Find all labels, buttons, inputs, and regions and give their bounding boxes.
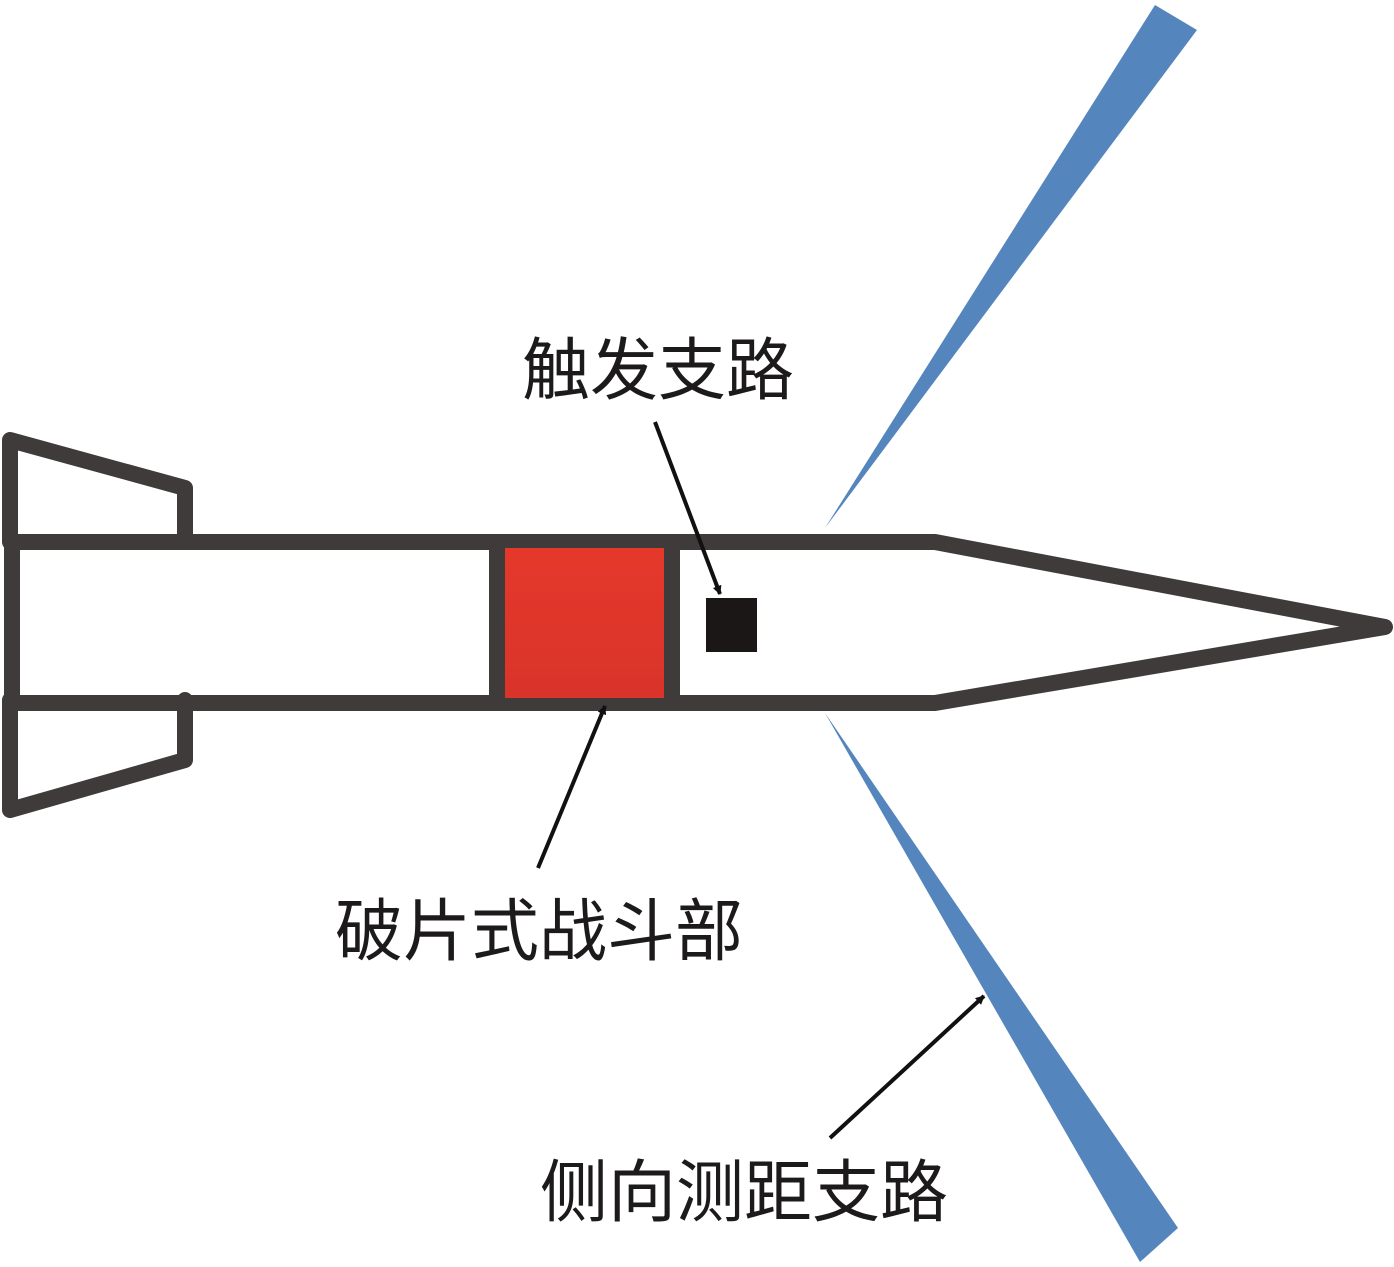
ranging-branch-arrow xyxy=(828,994,986,1140)
missile-body xyxy=(4,534,1393,711)
upper-tail-fin xyxy=(2,432,193,550)
trigger-branch-arrow xyxy=(653,421,722,595)
warhead-arrow xyxy=(536,705,607,869)
fragmentation-warhead xyxy=(497,548,672,698)
upper-ranging-beam xyxy=(825,5,1197,528)
lower-tail-fin xyxy=(2,692,193,818)
fragment-warhead-label: 破片式战斗部 xyxy=(335,893,743,972)
side-ranging-branch-label: 侧向测距支路 xyxy=(540,1154,948,1233)
trigger-branch-label: 触发支路 xyxy=(522,332,794,411)
lower-ranging-beam xyxy=(825,713,1178,1262)
trigger-sensor-block xyxy=(706,598,757,652)
